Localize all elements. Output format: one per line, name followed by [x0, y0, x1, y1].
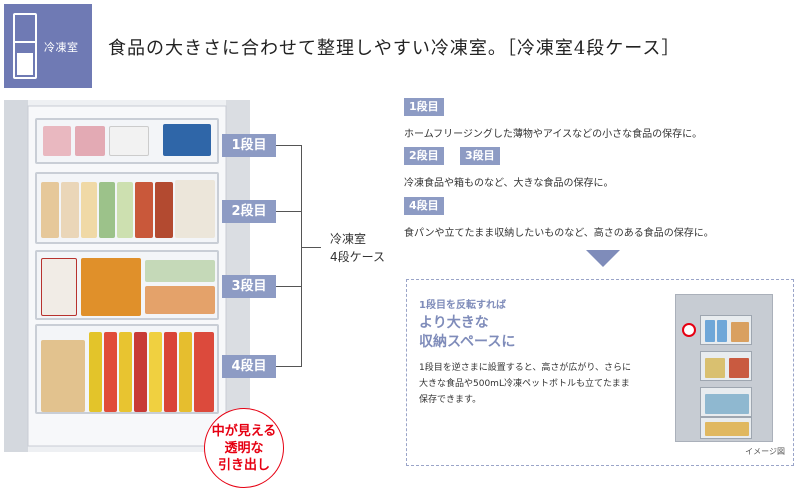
tag-tier-4: 4段目 [404, 197, 444, 215]
bracket-line [276, 366, 301, 367]
tag-tier-1: 1段目 [404, 98, 444, 116]
freezer-photo [4, 100, 250, 452]
tier-label-4: 4段目 [222, 355, 276, 378]
callout-kicker: 1段目を反転すれば [419, 300, 506, 311]
side-label: 冷凍室 4段ケース [330, 232, 386, 264]
tag-tier-3: 3段目 [460, 147, 500, 165]
freezer-case-1 [35, 118, 219, 164]
bracket-line [301, 247, 321, 248]
tier-label-3: 3段目 [222, 275, 276, 298]
down-arrow-icon [586, 250, 620, 267]
bracket-line [301, 145, 302, 367]
highlight-circle-icon [682, 323, 696, 337]
page-title: 食品の大きさに合わせて整理しやすい冷凍室。［冷凍室4段ケース］ [108, 38, 681, 59]
callout-heading: より大きな 収納スペースに [419, 315, 516, 350]
image-note: イメージ図 [745, 447, 785, 456]
desc-tier-4: 食パンや立てたまま収納したいものなど、高さのある食品の保存に。 [404, 228, 714, 239]
reversed-tier-photo [675, 294, 773, 442]
callout-body: 1段目を逆さまに設置すると、高さが広がり、さらに 大きな食品や500mL冷凍ペッ… [419, 363, 632, 405]
fridge-icon [13, 13, 37, 79]
badge-label: 冷凍室 [44, 41, 79, 54]
freezer-case-4 [35, 324, 219, 414]
bracket-line [276, 145, 301, 146]
header-badge: 冷凍室 [4, 4, 92, 88]
freezer-case-2 [35, 172, 219, 244]
tag-tier-2: 2段目 [404, 147, 444, 165]
bracket-line [276, 211, 301, 212]
tier-label-2: 2段目 [222, 200, 276, 223]
reverse-tier-callout: 1段目を反転すれば より大きな 収納スペースに 1段目を逆さまに設置すると、高さ… [406, 279, 794, 466]
desc-tier-1: ホームフリージングした薄物やアイスなどの小さな食品の保存に。 [404, 129, 703, 140]
desc-tier-2-3: 冷凍食品や箱ものなど、大きな食品の保存に。 [404, 178, 614, 189]
transparent-drawer-badge: 中が見える 透明な 引き出し [204, 408, 284, 488]
bracket-line [276, 286, 301, 287]
tier-label-1: 1段目 [222, 134, 276, 157]
freezer-case-3 [35, 250, 219, 320]
